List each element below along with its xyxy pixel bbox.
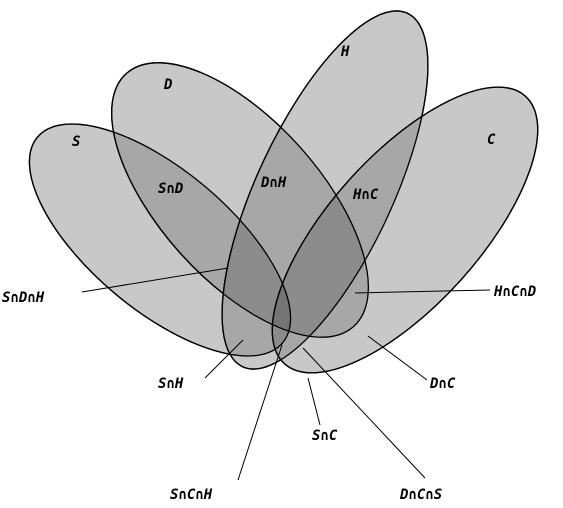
shade-d <box>111 62 369 338</box>
region-labels: S∩D D∩H H∩C S∩D∩H H∩C∩D S∩H D∩C S∩C S∩C∩… <box>2 175 536 503</box>
label-s-d: S∩D <box>158 181 183 197</box>
label-d-c: D∩C <box>429 376 456 392</box>
leader-s-h <box>204 339 244 379</box>
label-d-h: D∩H <box>260 175 287 191</box>
label-s-c: S∩C <box>312 428 338 444</box>
label-set-h: H <box>340 44 350 60</box>
label-s-h: S∩H <box>158 376 184 392</box>
label-set-c: C <box>487 132 496 148</box>
label-h-c-d: H∩C∩D <box>493 284 536 300</box>
label-s-c-h: S∩C∩H <box>170 487 213 503</box>
leader-s-c-h <box>237 344 283 481</box>
label-set-d: D <box>163 77 172 93</box>
label-set-s: S <box>72 134 80 150</box>
leader-d-c <box>367 335 428 381</box>
set-outlines <box>28 10 539 374</box>
leader-s-d-h <box>81 267 229 293</box>
label-s-d-h: S∩D∩H <box>2 290 45 306</box>
label-d-c-s: D∩C∩S <box>399 487 442 503</box>
leader-h-c-d <box>354 289 491 294</box>
label-h-c: H∩C <box>352 187 379 203</box>
leader-s-c <box>307 377 321 426</box>
shade-s <box>29 124 291 356</box>
overlap-shading <box>29 10 538 373</box>
leader-d-c-s <box>302 347 426 479</box>
leader-lines <box>81 267 491 481</box>
set-labels: S D H C <box>72 44 496 150</box>
shade-h <box>222 10 428 370</box>
